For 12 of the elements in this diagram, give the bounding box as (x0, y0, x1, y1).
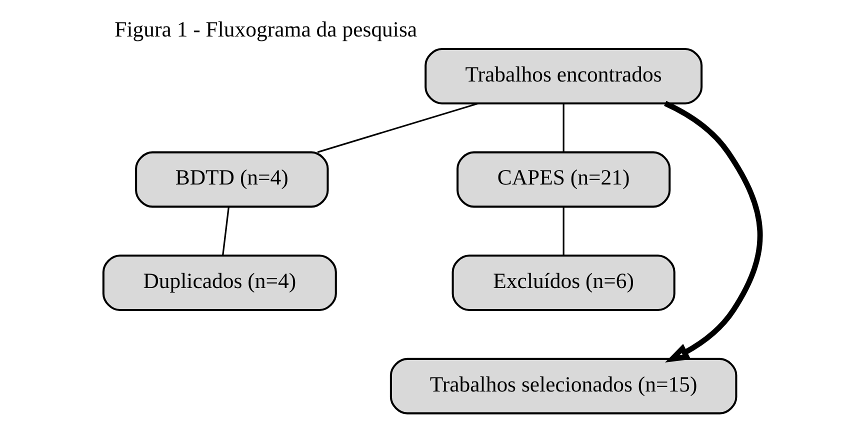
node-box: BDTD (n=4) (135, 151, 329, 208)
diagram-title: Figura 1 - Fluxograma da pesquisa (114, 18, 418, 42)
connector (317, 102, 478, 153)
node-box: Duplicados (n=4) (102, 254, 337, 312)
node-box: CAPES (n=21) (456, 151, 671, 208)
connector (562, 206, 564, 256)
arrow (664, 100, 763, 362)
connector (222, 206, 230, 256)
node-box: Trabalhos selecionados (n=15) (390, 358, 738, 414)
node-box: Trabalhos encontrados (424, 48, 703, 104)
connector (562, 103, 564, 152)
node-box: Excluídos (n=6) (452, 254, 676, 312)
